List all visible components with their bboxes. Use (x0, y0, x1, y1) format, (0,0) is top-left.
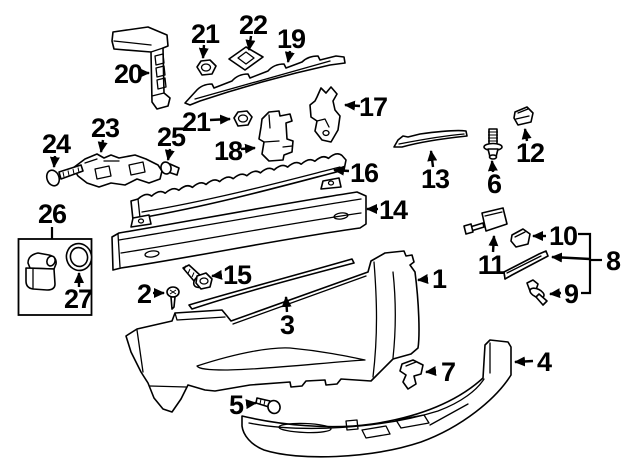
callout-19-label: 19 (277, 24, 306, 54)
part-2-screw (166, 286, 180, 310)
callout-8-label: 8 (606, 246, 621, 276)
part-19-step-pad (184, 55, 346, 106)
part-26-group-box (17, 238, 93, 316)
callout-11-label: 11 (478, 250, 506, 280)
callout-4-label: 4 (537, 347, 552, 377)
callout-1-label: 1 (432, 264, 447, 294)
callout-21a-leader (198, 44, 209, 59)
callout-3-leader (281, 296, 292, 313)
part-23-bracket (72, 153, 163, 188)
part-8-reflector (503, 250, 549, 280)
callout-16-leader (333, 165, 350, 176)
callout-3-label: 3 (280, 310, 295, 340)
part-24-bolt (45, 164, 84, 187)
part-13-trim-strip (393, 129, 468, 148)
callout-9-leader (549, 288, 562, 299)
callout-24-leader (49, 155, 60, 168)
callout-16-label: 16 (350, 158, 379, 188)
callout-5-leader (245, 399, 257, 410)
part-4-lower-valance (241, 339, 512, 458)
callout-5-label: 5 (229, 390, 244, 420)
callout-27-label: 27 (64, 284, 92, 314)
part-27-sensor-retainer-ring (65, 242, 93, 272)
part-10-clip (510, 228, 531, 248)
part-11-bracket-plate (463, 207, 508, 235)
part-25-pin-nut (160, 161, 180, 176)
callout-26-label: 26 (38, 199, 67, 229)
callout-9-label: 9 (564, 279, 579, 309)
callout-23-label: 23 (91, 113, 120, 143)
part-15-bolt (182, 264, 213, 290)
callout-2-label: 2 (137, 279, 151, 309)
callout-10-label: 10 (549, 221, 577, 251)
part-18-bracket (258, 110, 294, 162)
part-20-side-bracket (111, 26, 171, 110)
callout-12-label: 12 (516, 138, 544, 168)
part-21-nut-lower (233, 110, 253, 127)
callout-14-label: 14 (379, 195, 408, 225)
part-7-clip (399, 359, 424, 390)
callout-6-leader (487, 160, 498, 173)
part-16-energy-absorber (130, 153, 347, 221)
callout-21b-label: 21 (182, 107, 211, 137)
callout-18-leader (240, 143, 256, 154)
part-14-impact-bar (111, 177, 367, 271)
part-6-bolt (483, 128, 503, 160)
callout-22-leader (245, 35, 256, 51)
callout-25-label: 25 (157, 122, 186, 152)
part-12-clip (513, 106, 534, 126)
part-17-bracket (309, 86, 341, 143)
callout-1-leader (417, 274, 429, 284)
callout-11-leader (488, 235, 499, 253)
part-3-upper-molding (188, 258, 355, 310)
callout-25-leader (164, 148, 175, 161)
callout-8-bracket (551, 232, 602, 295)
callout-8-leader (551, 252, 591, 263)
callout-17-leader (344, 100, 361, 111)
part-9-bolt (526, 279, 548, 306)
callout-7-label: 7 (441, 357, 455, 387)
callout-15-label: 15 (223, 260, 252, 290)
part-22-clip (228, 46, 264, 71)
callout-labels: 20 21 22 19 17 21 18 16 13 6 12 23 24 25… (38, 10, 622, 420)
callout-20-label: 20 (114, 59, 142, 89)
callout-18-label: 18 (214, 136, 243, 166)
callout-15-leader (211, 269, 223, 280)
callout-17-label: 17 (359, 92, 387, 122)
part-1-bumper-cover (125, 250, 420, 413)
callout-19-leader (284, 50, 295, 63)
callout-12-leader (521, 128, 532, 142)
callout-13-leader (427, 150, 438, 168)
callout-24-label: 24 (42, 129, 71, 159)
leader-lines (49, 35, 602, 410)
callout-4-leader (514, 356, 534, 367)
callout-7-leader (425, 366, 437, 376)
callout-6-label: 6 (487, 169, 502, 199)
callout-13-label: 13 (421, 164, 450, 194)
callout-23-leader (97, 139, 108, 153)
callout-21b-leader (209, 114, 231, 125)
part-21-nut-upper (196, 59, 217, 76)
callout-21a-label: 21 (191, 19, 220, 49)
part-26-parking-sensor (25, 252, 57, 291)
part-5-bolt (255, 397, 281, 415)
callout-22-label: 22 (239, 10, 267, 40)
